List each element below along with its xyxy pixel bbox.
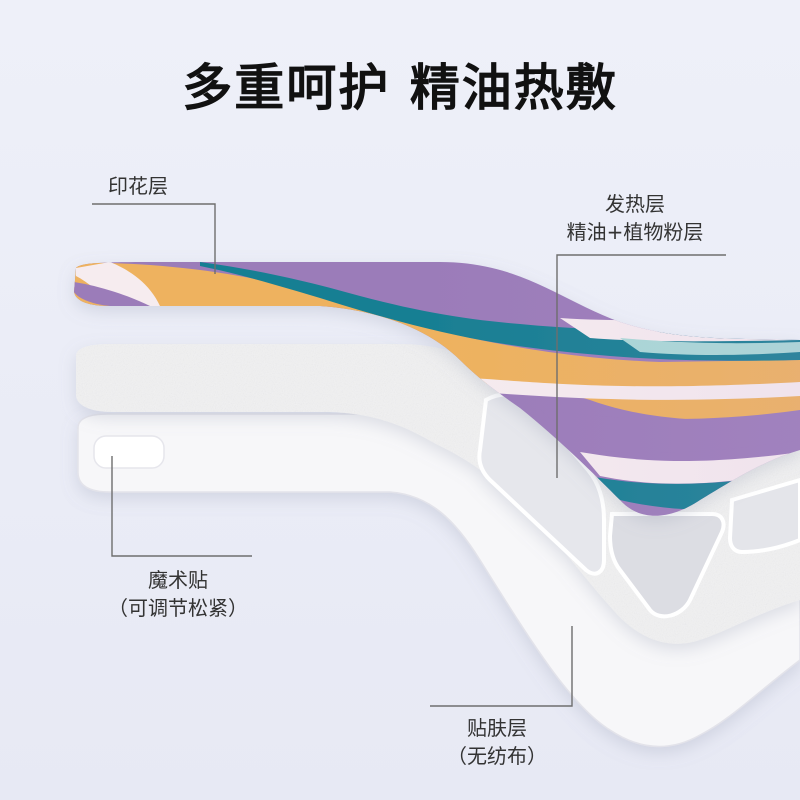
- skin-layer-leader: [430, 626, 573, 707]
- heating-layer-leader: [556, 254, 726, 478]
- velcro-label: 魔术贴 （可调节松紧）: [108, 568, 248, 620]
- print-layer-label: 印花层: [108, 174, 168, 198]
- print-layer-leader: [92, 203, 216, 274]
- skin-layer-label: 贴肤层 （无纺布）: [447, 716, 547, 768]
- velcro-slot: [93, 435, 165, 469]
- page-title: 多重呵护 精油热敷: [182, 59, 618, 117]
- heating-layer-label: 发热层 精油+植物粉层: [566, 192, 704, 244]
- velcro-leader: [111, 456, 252, 557]
